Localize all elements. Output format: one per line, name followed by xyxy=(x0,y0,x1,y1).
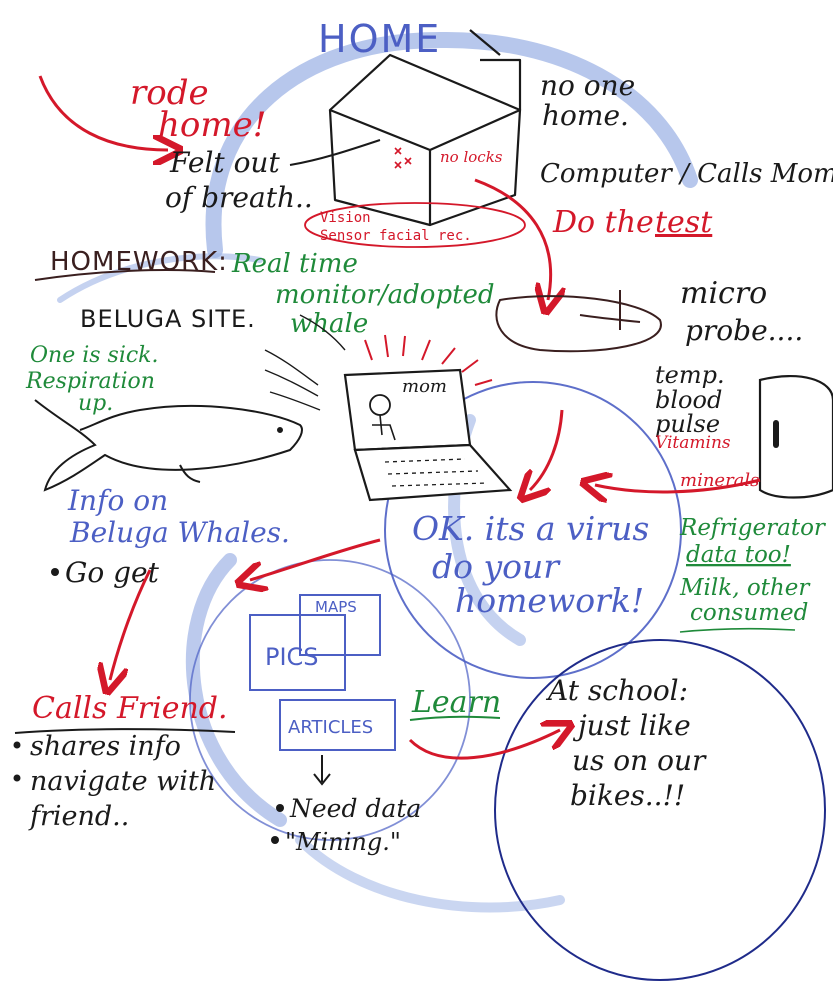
research-circle xyxy=(189,559,471,841)
beluga-whale-drawing xyxy=(34,399,303,492)
homework-title: HOMEWORK: xyxy=(50,247,228,277)
probe-readings-list: temp. blood pulse Vitamins minerals xyxy=(655,361,759,491)
no-one-line1: no one xyxy=(540,69,635,102)
house-window-marks xyxy=(394,147,412,169)
reading-vitamins: Vitamins xyxy=(655,433,731,453)
research-cards xyxy=(249,594,396,751)
virus-line3: homework! xyxy=(455,581,644,620)
learn-label: Learn xyxy=(411,685,501,720)
mining-label: "Mining." xyxy=(285,828,401,856)
articles-down-arrow xyxy=(313,755,331,786)
do-the-label: Do the xyxy=(552,205,654,240)
reading-temp: temp. xyxy=(655,361,725,389)
microprobe-drawing xyxy=(495,290,662,353)
one-is-sick: One is sick. xyxy=(30,343,159,368)
need-data-label: Need data xyxy=(289,794,421,823)
go-get-label: Go get xyxy=(65,556,160,589)
homework-underline xyxy=(34,269,216,281)
calls-friend-title: Calls Friend. xyxy=(32,691,228,726)
laptop-signal-rays xyxy=(364,334,493,386)
fridge-line3: Milk, other xyxy=(679,575,811,601)
blue-wash-arc-mid xyxy=(185,553,287,827)
learn-underline xyxy=(409,715,501,721)
friend-item-1: shares info xyxy=(30,731,181,762)
rode-home-line1: rode xyxy=(130,73,209,113)
beluga-site: BELUGA SITE. xyxy=(80,305,256,333)
virus-line2: do your xyxy=(432,547,561,586)
micro-line1: micro xyxy=(680,276,767,311)
felt-out-line2: of breath.. xyxy=(165,181,313,214)
rode-home-line2: home! xyxy=(158,105,266,145)
computer-calls-mom: Computer / Calls Mom xyxy=(540,159,833,189)
real-time-line1: Real time xyxy=(231,249,358,279)
vision-line2: Sensor facial rec. xyxy=(320,228,472,244)
friend-list: shares info navigate with friend.. xyxy=(13,731,216,832)
probe-to-virus-arrow xyxy=(530,409,564,490)
maps-label: MAPS xyxy=(315,598,357,616)
no-one-line2: home. xyxy=(542,99,629,132)
fridge-underline xyxy=(679,627,796,633)
fridge-to-virus-arrow xyxy=(595,480,761,492)
home-to-test-arrow xyxy=(474,178,551,300)
respiration-line1: Respiration xyxy=(25,369,155,394)
reading-blood: blood xyxy=(655,386,722,414)
virus-to-info-arrow xyxy=(250,538,381,580)
pics-label: PICS xyxy=(265,643,319,671)
no-locks-note: no locks xyxy=(440,148,503,166)
school-line4: bikes..!! xyxy=(570,779,685,812)
blue-wash-arc-top xyxy=(205,31,698,258)
goget-to-friend-arrow xyxy=(110,569,152,680)
fridge-line1: Refrigerator xyxy=(679,515,827,541)
virus-circle xyxy=(384,381,682,679)
friend-item-3: friend.. xyxy=(28,801,129,832)
mining-item: "Mining." xyxy=(271,828,401,856)
felt-out-line1: Felt out xyxy=(169,146,280,179)
test-label: test xyxy=(655,205,713,240)
laptop-icon: mom xyxy=(343,368,513,502)
micro-line2: probe.... xyxy=(685,314,803,347)
school-circle xyxy=(494,639,826,981)
home-title: HOME xyxy=(318,17,441,61)
vision-line1: Vision xyxy=(320,210,371,226)
respiration-line2: up. xyxy=(78,391,113,416)
felt-to-house-arrow xyxy=(289,139,381,166)
school-line3: us on our xyxy=(572,744,707,777)
need-data-item: Need data xyxy=(276,794,421,823)
articles-label: ARTICLES xyxy=(288,717,373,738)
reading-pulse: pulse xyxy=(655,410,720,438)
vision-sensor-note: Vision Sensor facial rec. xyxy=(304,202,526,248)
info-line2: Beluga Whales. xyxy=(69,516,290,549)
refrigerator-icon xyxy=(758,375,833,499)
school-line1: At school: xyxy=(545,674,688,707)
real-time-line2: monitor/adopted xyxy=(275,280,495,310)
friend-item-2: navigate with xyxy=(30,766,216,797)
info-line1: Info on xyxy=(67,484,168,517)
fridge-line4: consumed xyxy=(690,600,808,626)
virus-line1: OK. its a virus xyxy=(412,509,649,548)
rode-home-arrow xyxy=(38,75,168,150)
laptop-screen-label: mom xyxy=(402,376,447,397)
school-line2: just like xyxy=(572,709,691,742)
blue-wash-arc-left xyxy=(57,253,263,303)
laptop-wavy-lines xyxy=(264,314,346,411)
learn-to-school-arrow xyxy=(408,730,560,760)
fridge-line2: data too! xyxy=(686,542,791,568)
calls-friend-underline xyxy=(14,728,236,734)
